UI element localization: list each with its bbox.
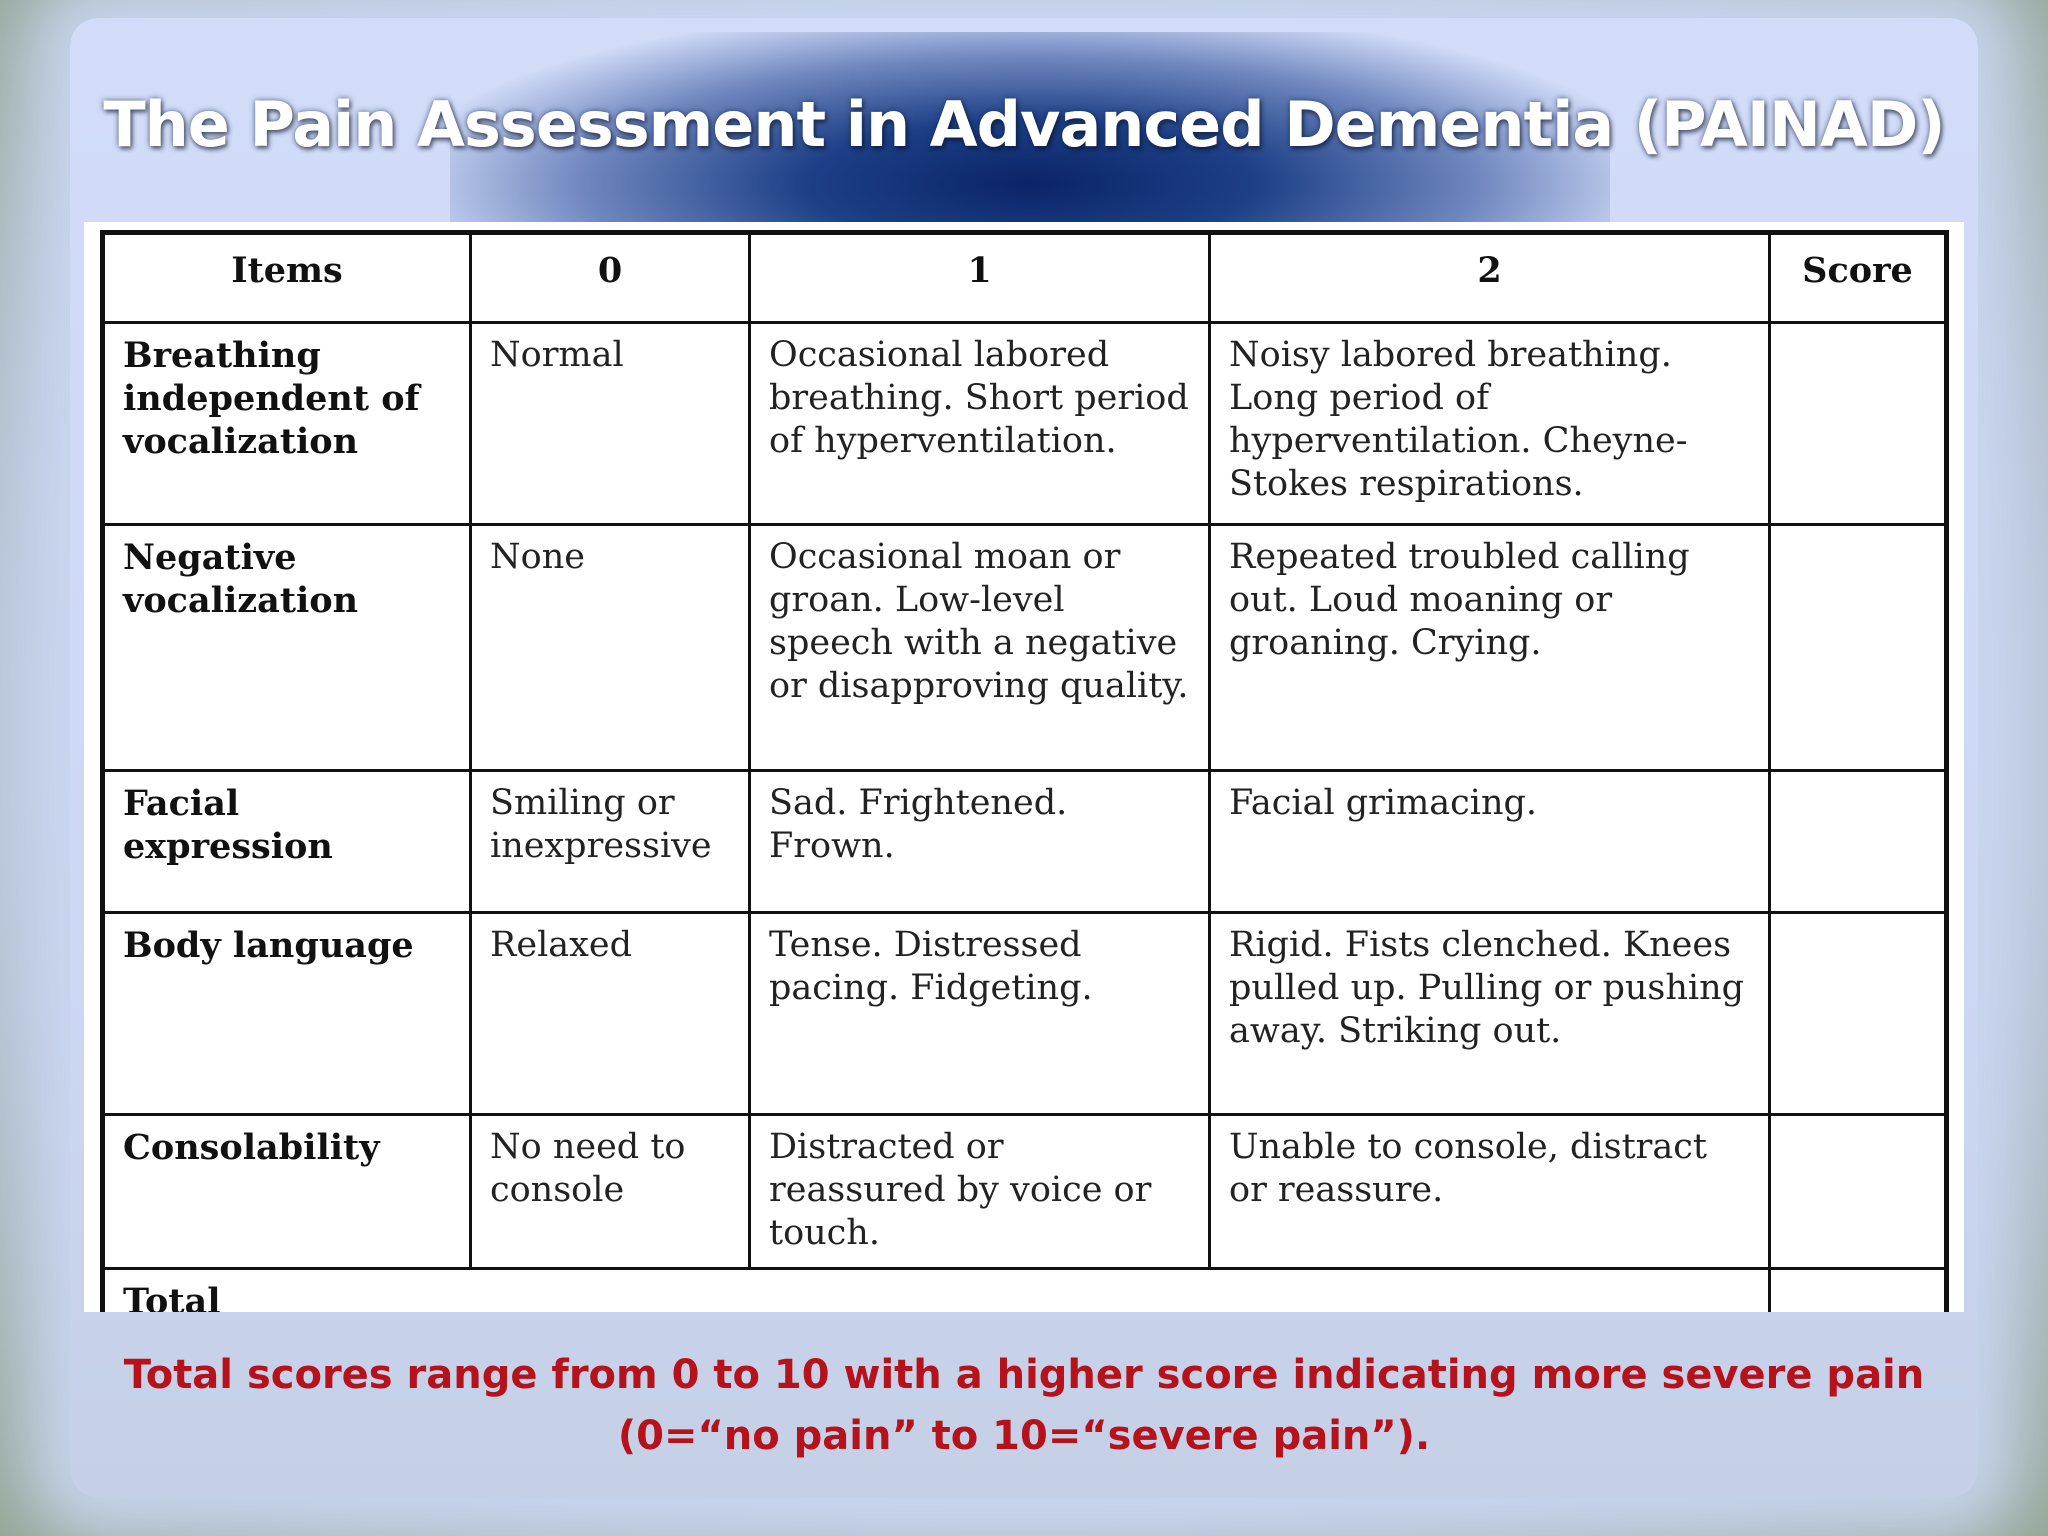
header-score-2: 2 [1208, 230, 1771, 324]
score-1-cell: Occasional labored breathing. Short peri… [748, 321, 1211, 526]
score-cell [1768, 911, 1949, 1116]
table-row: Facial expression Smiling or inexpressiv… [100, 769, 1949, 914]
total-score-cell [1768, 1267, 1949, 1312]
score-range-note-line-2: (0=“no pain” to 10=“severe pain”). [617, 1413, 1431, 1459]
item-name: Breathing independent of vocalization [100, 321, 472, 526]
item-name: Consolability [100, 1113, 472, 1270]
score-1-cell: Sad. Frightened. Frown. [748, 769, 1211, 914]
score-1-cell: Tense. Distressed pacing. Fidgeting. [748, 911, 1211, 1116]
score-1-cell: Occasional moan or groan. Low-level spee… [748, 523, 1211, 772]
score-1-cell: Distracted or reassured by voice or touc… [748, 1113, 1211, 1270]
header-score-1: 1 [748, 230, 1211, 324]
item-name: Body language [100, 911, 472, 1116]
table-row: Body language Relaxed Tense. Distressed … [100, 911, 1949, 1116]
score-2-cell: Noisy labored breathing. Long period of … [1208, 321, 1771, 526]
item-name: Facial expression [100, 769, 472, 914]
table-row: Negative vocalization None Occasional mo… [100, 523, 1949, 772]
score-0-cell: None [469, 523, 751, 772]
header-score: Score [1768, 230, 1949, 324]
painad-table: Items 0 1 2 Score Breathing independent … [100, 230, 1949, 1312]
score-range-note-line-1: Total scores range from 0 to 10 with a h… [123, 1352, 1925, 1398]
item-name: Negative vocalization [100, 523, 472, 772]
score-0-cell: Normal [469, 321, 751, 526]
slide-title: The Pain Assessment in Advanced Dementia… [103, 88, 1945, 161]
score-range-note: Total scores range from 0 to 10 with a h… [0, 1345, 2048, 1467]
score-2-cell: Facial grimacing. [1208, 769, 1771, 914]
score-0-cell: Relaxed [469, 911, 751, 1116]
score-0-cell: Smiling or inexpressive [469, 769, 751, 914]
table-header-row: Items 0 1 2 Score [100, 230, 1949, 324]
total-row: Total [100, 1267, 1949, 1312]
total-label: Total [100, 1267, 1771, 1312]
table-row: Consolability No need to console Distrac… [100, 1113, 1949, 1270]
score-cell [1768, 523, 1949, 772]
header-items: Items [100, 230, 472, 324]
score-2-cell: Repeated troubled calling out. Loud moan… [1208, 523, 1771, 772]
score-2-cell: Rigid. Fists clenched. Knees pulled up. … [1208, 911, 1771, 1116]
score-cell [1768, 769, 1949, 914]
score-cell [1768, 1113, 1949, 1270]
score-0-cell: No need to console [469, 1113, 751, 1270]
title-band [450, 32, 1610, 222]
score-cell [1768, 321, 1949, 526]
header-score-0: 0 [469, 230, 751, 324]
score-2-cell: Unable to console, distract or reassure. [1208, 1113, 1771, 1270]
painad-table-frame: Items 0 1 2 Score Breathing independent … [84, 222, 1964, 1312]
table-row: Breathing independent of vocalization No… [100, 321, 1949, 526]
